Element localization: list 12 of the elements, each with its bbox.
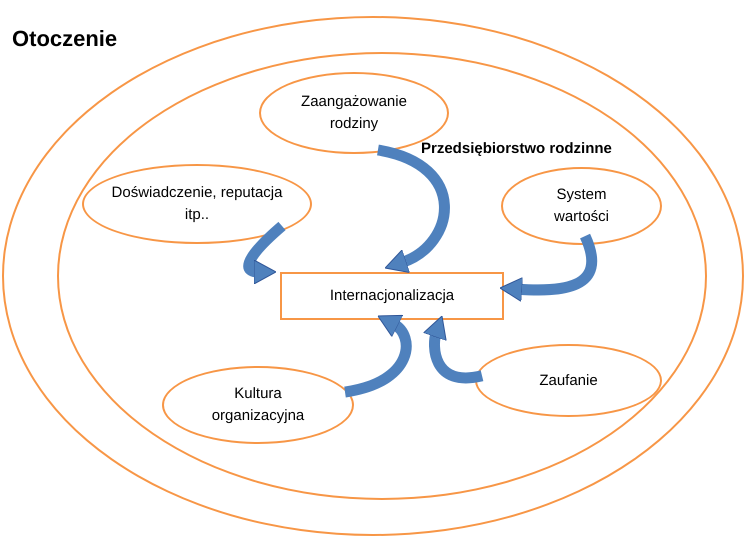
process-box	[280, 272, 504, 320]
node-label: Internacjonalizacja	[328, 286, 456, 306]
curved-arrow	[344, 313, 412, 398]
curved-arrow	[376, 144, 450, 272]
node-label: Zaufanie	[538, 370, 599, 390]
curved-arrow	[499, 234, 598, 302]
node-label: Doświadczenie, reputacja itp..	[110, 183, 284, 225]
node-label: Zaangażowanie rodziny	[300, 92, 408, 134]
node-label: System wartości	[552, 185, 610, 227]
region-heading: Przedsiębiorstwo rodzinne	[421, 139, 613, 159]
node-label: Kultura organizacyjna	[210, 384, 306, 426]
region-label: Otoczenie	[12, 25, 118, 53]
